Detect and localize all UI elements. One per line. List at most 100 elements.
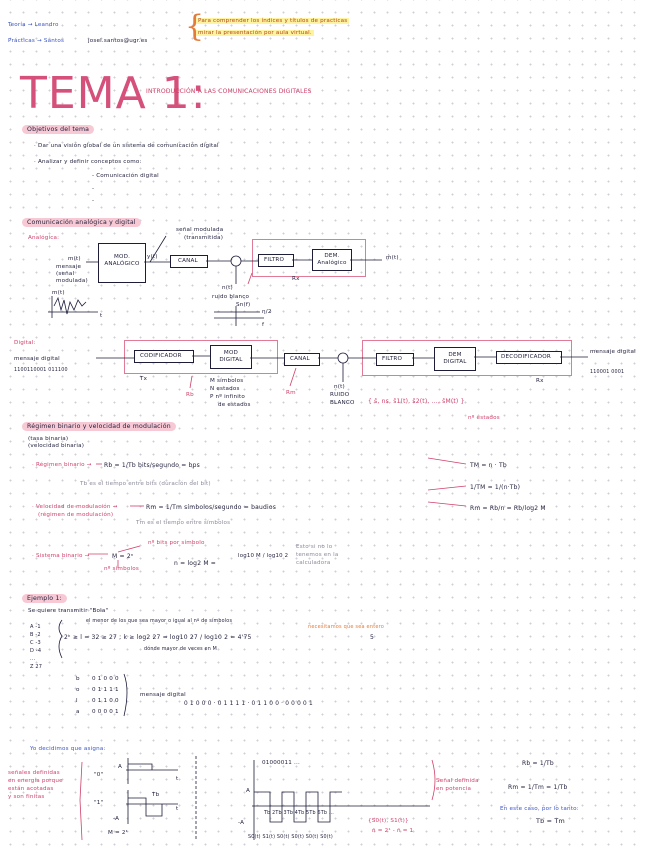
- objetivos-heading: Objetivos del tema: [22, 125, 95, 134]
- bola-letter: b: [76, 676, 80, 682]
- rm-eq: Rm = Rb/n = Rb/log2 M: [470, 505, 546, 512]
- decidimos-line: Yo decidimos que asigna:: [30, 746, 106, 752]
- digital-label: Digital:: [14, 340, 36, 346]
- transmitida: (transmitida): [184, 235, 224, 241]
- n-eq: n = log2 M =: [174, 560, 217, 567]
- tm-eq: TM = n · Tb: [470, 462, 507, 469]
- mod-digital-box: MOD DIGITAL: [210, 345, 252, 369]
- alphabet-item: D -4: [30, 648, 42, 654]
- tx-label: Tx: [140, 376, 148, 382]
- mensaje-digital-out: mensaje digital: [590, 349, 636, 355]
- stream-a: A: [246, 788, 251, 794]
- mensaje-bits: 0 1 0 0 0 · 0 1 1 1 1 · 0 1 1 0 0 · 0 0 …: [184, 701, 313, 707]
- objetivo-item-1: · Dar una visión global de un sistema de…: [34, 143, 219, 149]
- bola-code: 0 0 0 0 1: [92, 709, 119, 715]
- n-estados: N estados: [210, 386, 240, 392]
- calc-note-1: Esto si no lo: [296, 544, 333, 550]
- modulada-label: modulada): [56, 278, 88, 284]
- m-eq: M = 2¹: [108, 830, 129, 836]
- velocidad-binaria: (velocidad binaria): [28, 443, 85, 449]
- mensaje-digital-in: mensaje digital: [14, 356, 60, 362]
- tx-box: [124, 340, 278, 374]
- rx-label: Rx: [292, 276, 300, 282]
- de-estados: de estados: [218, 402, 251, 408]
- n2-label: η/2: [262, 309, 272, 315]
- nota-menor: el menor de los que sea mayor o igual al…: [86, 619, 233, 624]
- bola-letter: l: [76, 698, 78, 704]
- digital-blanco: BLANCO: [330, 400, 355, 406]
- este-caso: En este caso, por lo tanto:: [500, 806, 579, 812]
- mt2-label: m(t): [52, 290, 65, 296]
- s-set: {S0(t), S1(t)}: [368, 818, 409, 824]
- inv-eq: 1/TM = 1/(n·Tb): [470, 484, 521, 491]
- bits-por-simbolo: nº bits por símbolo: [148, 540, 205, 546]
- bits-out: 110001 0001: [590, 370, 625, 375]
- p-infinito: P nº infinito: [210, 394, 246, 400]
- senal-def-1: Señal definida: [436, 778, 479, 784]
- mhat-label: m̂(t): [386, 255, 399, 261]
- ejemplo-heading: Ejemplo 1:: [22, 594, 67, 603]
- header-note-2: mirar la presentación por aula virtual.: [196, 30, 314, 36]
- estados-set: { ŝ, ns, ŝ1(t), ŝ2(t), ..., ŝM(t) }: [368, 398, 465, 405]
- alphabet-item: ...: [30, 656, 36, 662]
- senales-2: en energía porque: [8, 778, 63, 784]
- log-frac: log10 M / log10 2: [238, 553, 289, 559]
- analogica-label: Analógica:: [28, 235, 60, 241]
- necesitamos-note: necesitamos que sea entero: [308, 624, 385, 630]
- ej-rm-eq: Rm = 1/Tm = 1/Tb: [508, 784, 568, 791]
- bola-letter: o: [76, 687, 80, 693]
- nota-mayor: dónde mayor de veces en M: [144, 647, 218, 652]
- digital-filtro-box: FILTRO: [376, 353, 414, 366]
- m-simbolos: M símbolos: [210, 378, 244, 384]
- mensaje-label: mensaje: [56, 264, 82, 270]
- ejemplo-result: 5: [370, 634, 375, 641]
- t-axis-label: t: [100, 313, 103, 319]
- one-symbol-label: "1": [94, 800, 104, 806]
- calc-note-3: calculadora: [296, 560, 331, 566]
- senal-modulada: señal modulada: [176, 227, 224, 233]
- zero-symbol-label: "0": [94, 772, 104, 778]
- sb-label: · Sistema binario →: [32, 553, 90, 559]
- rm-label: Rm: [286, 390, 296, 396]
- a-level-0: A: [118, 764, 123, 770]
- bola-code: 0 1 0 0 0: [92, 676, 119, 682]
- alphabet-item: Z 27: [30, 664, 43, 670]
- subitem-1: - Comunicación digital: [92, 173, 159, 179]
- t-axis-1: t: [176, 806, 179, 812]
- n-estados-note: nº estados: [468, 415, 500, 421]
- subitem-2: -: [92, 186, 95, 192]
- rm-sub: (régimen de modulación): [38, 512, 114, 518]
- alphabet-item: B -2: [30, 632, 41, 638]
- mod-analogico-box: MOD. ANALÓGICO: [98, 243, 146, 283]
- dem-digital-box: DEM DIGITAL: [434, 347, 476, 371]
- practicas-line: Prácticas → Santos: [8, 38, 65, 44]
- snf-label: Sn(f): [236, 302, 251, 308]
- teoria-line: Teoría → Leandro: [8, 22, 59, 28]
- subitem-3: -: [92, 198, 95, 204]
- page-subtitle: INTRODUCCIÓN A LAS COMUNICACIONES DIGITA…: [146, 88, 312, 95]
- rx-digital-label: Rx: [536, 378, 544, 384]
- t-axis-0: t: [176, 776, 179, 782]
- alphabet-item: A -1: [30, 624, 41, 630]
- rb-section-label: · Régimen binario →: [32, 462, 92, 468]
- digital-canal-box: CANAL: [284, 353, 320, 366]
- rm-formula: Rm = 1/Tm símbolos/segundo = baudios: [146, 504, 277, 511]
- ruido-label: ruido blanco: [212, 294, 250, 300]
- tm-note: Tm es el tiempo entre símbolos: [136, 520, 231, 526]
- sb-eq: M = 2ⁿ: [112, 553, 134, 560]
- tb-eq-tm: Tb = Tm: [536, 817, 565, 825]
- senales-1: señales definidas: [8, 770, 60, 776]
- f-axis-label: f: [262, 322, 265, 328]
- stream-minus-a: -A: [238, 820, 245, 826]
- senales-3: están acotadas: [8, 786, 54, 792]
- bitstream: 01000011 ...: [262, 760, 300, 766]
- s-labels: S0(t) S1(t) S0(t) S0(t) S0(t) S0(t): [248, 835, 333, 840]
- canal-box: CANAL: [170, 255, 208, 268]
- rb-formula: Rb = 1/Tb bits/segundo = bps: [104, 462, 200, 469]
- bola-code: 0 1 1 0 0: [92, 698, 119, 704]
- rb-label: Rb: [186, 392, 194, 398]
- minus-a-1: -A: [113, 816, 120, 822]
- digital-ruido: RUIDO: [330, 392, 350, 398]
- bits-in: 1100110001 011100: [14, 368, 68, 373]
